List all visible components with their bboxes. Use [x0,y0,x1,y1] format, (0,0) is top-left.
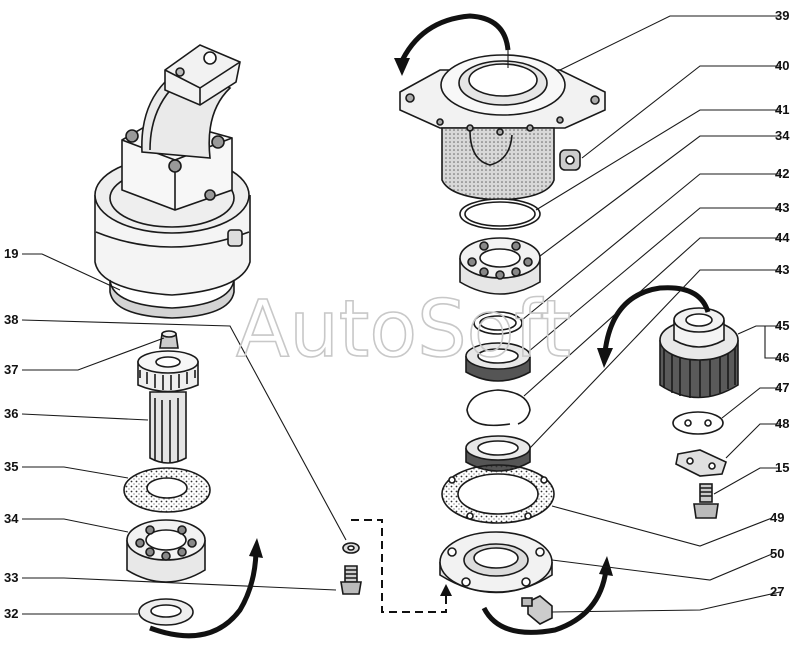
assembly-path-arrowhead [440,584,452,596]
callout-40: 40 [775,58,789,73]
callout-27: 27 [770,584,784,599]
callout-35: 35 [4,459,18,474]
part-37-nut [159,330,179,349]
rotation-arrow-bottom-right [481,569,609,635]
part-50-flange-cover [439,531,553,594]
part-32-washer [138,598,194,626]
callout-41: 41 [775,102,789,117]
callout-50: 50 [770,546,784,561]
callout-47: 47 [775,380,789,395]
callout-49: 49 [770,510,784,525]
callout-46: 46 [775,350,789,365]
rotation-arrow-bottom-right-head [599,556,613,576]
rotation-arrow-gear-head [597,348,613,368]
part-41-o-ring [459,198,541,230]
rotation-arrow-top-head [394,58,410,76]
callout-43-upper: 43 [775,200,789,215]
callout-39: 39 [775,8,789,23]
rotation-arrow-left [149,551,259,639]
callout-34-left: 34 [4,511,19,526]
rotation-arrow-top [397,13,511,67]
part-45-gear [659,307,739,399]
callout-48: 48 [775,416,789,431]
callout-45: 45 [775,318,789,333]
callout-42: 42 [775,166,789,181]
callout-33: 33 [4,570,18,585]
part-34-bearing-right [459,237,541,295]
part-43-seal-lower [465,435,531,472]
part-42-thin-ring [473,311,523,335]
part-35-friction-disc [123,467,211,513]
callout-34-right: 34 [775,128,790,143]
watermark-text: AutoSoft [236,285,571,375]
rotation-arrow-left-head [249,538,263,558]
part-19-motor-housing [94,44,251,319]
callout-44: 44 [775,230,790,245]
callout-19: 19 [4,246,18,261]
callout-32: 32 [4,606,18,621]
callout-38: 38 [4,312,18,327]
callout-43-lower: 43 [775,262,789,277]
callout-36: 36 [4,406,18,421]
part-36-splined-shaft [137,350,199,464]
part-48-lock-plate [675,449,727,477]
callout-15: 15 [775,460,789,475]
part-39-flanged-housing [399,54,606,201]
part-43-seal-upper [465,342,531,382]
part-27-bolt [521,595,553,625]
part-40-side-plug [559,149,581,171]
part-38-small-washer [342,542,360,554]
part-44-snap-ring [466,389,531,427]
part-47-washer [672,411,724,435]
leader-lines [21,15,781,615]
callout-37: 37 [4,362,18,377]
assembly-path-dashed [351,519,447,613]
rotation-arrow-gear [602,285,711,353]
callouts-left: 19 38 37 36 35 34 33 32 [4,246,19,621]
part-15-bolt [693,483,719,519]
callouts-right: 39 40 41 34 42 43 44 43 45 46 47 48 15 4… [770,8,790,599]
part-49-gasket [441,464,555,524]
part-33-bolt [340,565,362,595]
part-34-bearing-left [126,519,206,583]
